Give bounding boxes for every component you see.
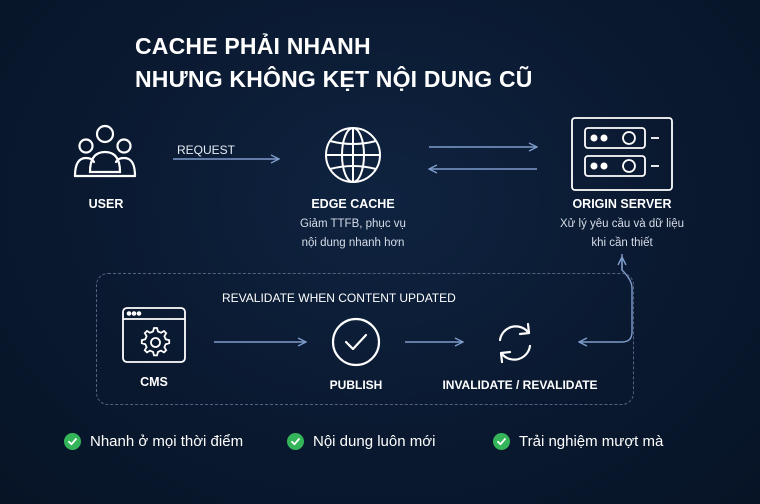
title-line-1: CACHE PHẢI NHANH: [135, 33, 371, 59]
edge-cache-label: EDGE CACHE: [311, 197, 395, 211]
edge-cache-desc-line-2: nội dung nhanh hơn: [301, 237, 405, 249]
check-circle-icon: [331, 317, 381, 367]
request-label: REQUEST: [177, 143, 236, 157]
server-icon: [571, 117, 673, 191]
users-icon: [72, 122, 138, 180]
user-label: USER: [88, 197, 124, 211]
origin-server-label: ORIGIN SERVER: [572, 197, 672, 211]
check-icon: [64, 432, 81, 450]
refresh-icon: [492, 320, 538, 366]
cms-gear-icon: [122, 307, 186, 363]
benefit-text: Nội dung luôn mới: [313, 432, 436, 450]
check-icon: [287, 432, 304, 450]
invalidate-label: INVALIDATE / REVALIDATE: [442, 378, 598, 392]
benefit-item-fresh: Nội dung luôn mới: [287, 430, 435, 452]
benefit-text: Trải nghiệm mượt mà: [519, 432, 664, 450]
origin-server-desc-line-2: khi cần thiết: [591, 237, 653, 249]
globe-icon: [323, 125, 383, 185]
check-icon: [493, 432, 510, 450]
benefit-item-smooth: Trải nghiệm mượt mà: [493, 430, 663, 452]
revalidate-heading: REVALIDATE WHEN CONTENT UPDATED: [222, 291, 456, 305]
revalidate-box: [96, 273, 634, 405]
publish-label: PUBLISH: [329, 378, 383, 392]
benefit-item-fast: Nhanh ở mọi thời điểm: [64, 430, 243, 452]
origin-server-desc-line-1: Xử lý yêu cầu và dữ liệu: [559, 218, 685, 230]
edge-cache-desc-line-1: Giảm TTFB, phục vụ: [300, 218, 406, 230]
title-line-2: NHƯNG KHÔNG KẸT NỘI DUNG CŨ: [135, 66, 533, 92]
benefit-text: Nhanh ở mọi thời điểm: [90, 432, 244, 450]
cms-label: CMS: [140, 375, 168, 389]
